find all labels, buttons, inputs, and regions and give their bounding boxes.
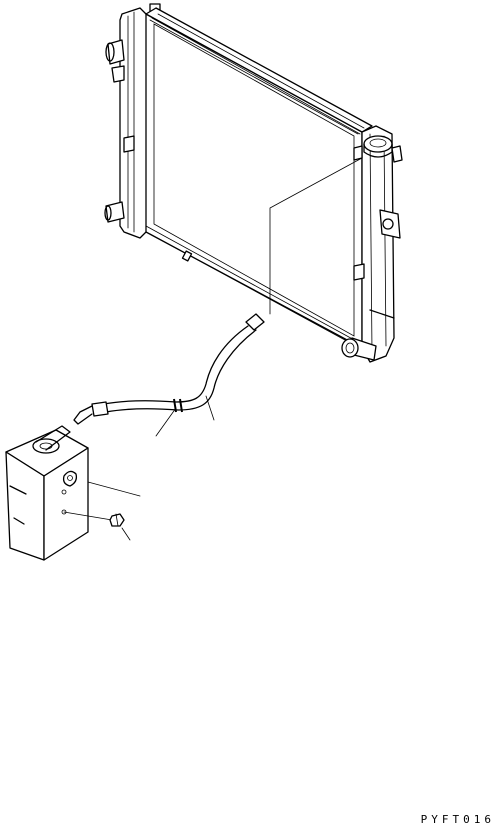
leader-line-bolt — [121, 527, 131, 541]
leader-line-hose — [205, 395, 215, 421]
radiator-cap — [353, 135, 403, 163]
left-tank-fitting-bottom — [105, 201, 125, 223]
mounting-bolt — [63, 511, 125, 527]
radiator-left-tank — [119, 7, 147, 239]
leader-line-clamp — [155, 407, 177, 437]
reserve-tank-cap — [32, 425, 71, 454]
left-tank-bracket — [123, 135, 135, 153]
radiator-right-tank — [361, 125, 395, 363]
radiator — [104, 3, 403, 363]
overflow-hose — [73, 313, 265, 425]
reserve-tank — [5, 425, 89, 561]
left-tank-fitting-top — [107, 39, 125, 65]
leader-line-tank — [87, 481, 141, 497]
hose-nozzle — [91, 401, 109, 417]
figure-code: PYFT016 — [420, 813, 495, 826]
hose-clamp — [173, 398, 183, 413]
leader-line-cap — [269, 157, 363, 315]
right-tank-fitting — [379, 209, 401, 239]
